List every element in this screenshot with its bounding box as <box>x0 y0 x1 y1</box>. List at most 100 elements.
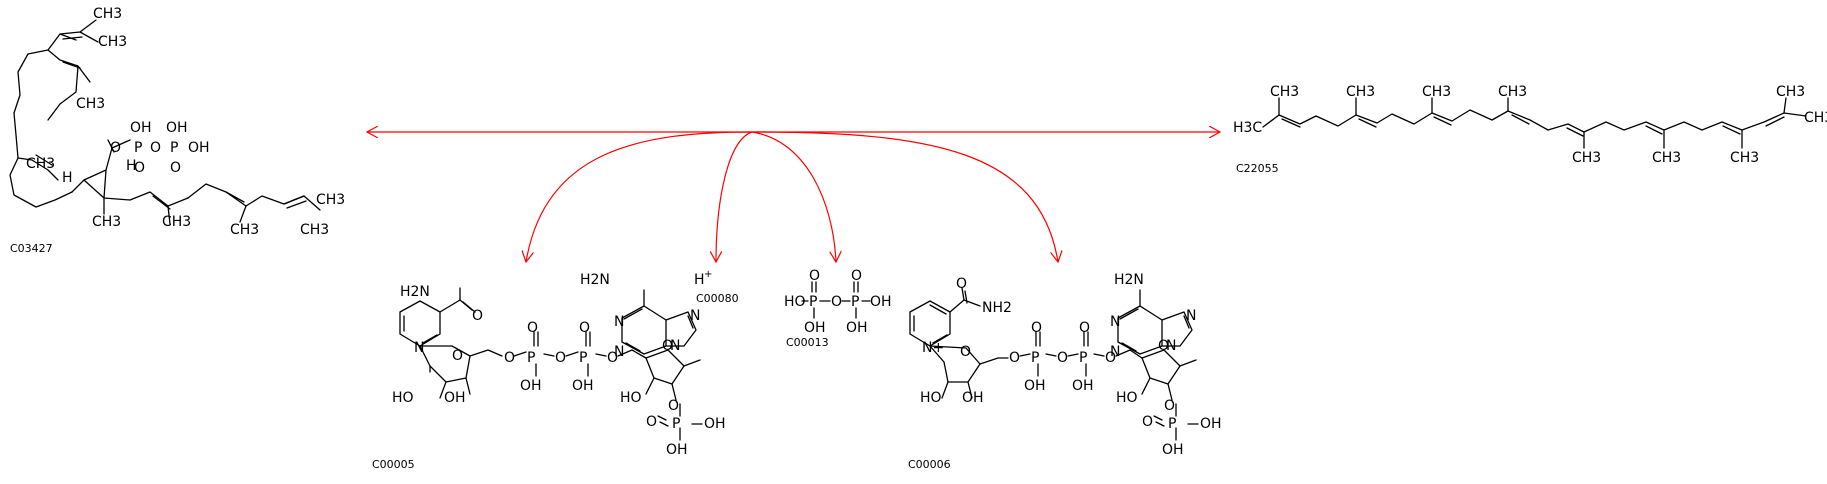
c22055-structure <box>1262 97 1807 149</box>
c22055-ch3-8: CH3 <box>1776 84 1805 100</box>
c00006-o-p2: O <box>1079 320 1090 336</box>
c00006-p-3: P <box>1168 416 1176 432</box>
c00005-p-3: P <box>672 416 680 432</box>
c00006-o-bridge: O <box>1057 350 1068 366</box>
c22055-ch3-5: CH3 <box>1572 150 1601 166</box>
c00080-formula: H <box>694 272 705 288</box>
c00006-n-ad2: N <box>1110 344 1120 360</box>
c00006-o-2p: O <box>1164 398 1175 414</box>
c03427-oh-1: OH <box>130 120 152 136</box>
branch-arrow-c00005 <box>526 131 753 262</box>
c03427-ch3-5: CH3 <box>92 214 121 230</box>
c03427-ch3-8: CH3 <box>316 192 345 208</box>
c00013-o-1: O <box>809 268 820 284</box>
c00005-n-pyr: N <box>414 340 424 356</box>
c00005-ho-2: HO <box>620 390 642 406</box>
reaction-arrows <box>367 132 1220 262</box>
c00005-oh-p1: OH <box>520 378 542 394</box>
c00006-ho-2: HO <box>1116 390 1138 406</box>
c00006-ho-1: HO <box>920 390 942 406</box>
c22055-ch3-7: CH3 <box>1730 150 1759 166</box>
c00013-oh-2: OH <box>846 320 868 336</box>
c00006-oh-p3a: OH <box>1200 416 1222 432</box>
compound-c03427: CH3 CH3 CH3 CH3 CH3 CH3 CH3 CH3 CH3 H H … <box>9 6 345 255</box>
c03427-ch3-9: CH3 <box>300 222 329 238</box>
c03427-h-2: H <box>126 158 137 174</box>
c00013-o-2: O <box>851 268 862 284</box>
c00080-charge: + <box>704 269 712 280</box>
compound-c00080: H + C00080 <box>694 269 739 305</box>
c00006-o-amide: O <box>956 276 967 292</box>
c22055-label: C22055 <box>1236 162 1279 175</box>
c03427-o-4: O <box>170 160 181 176</box>
c00005-o-5: O <box>504 350 515 366</box>
compound-c00013: HO P O OH O P O OH OH C00013 <box>784 268 892 349</box>
c00013-label: C00013 <box>786 336 829 349</box>
c22055-ch3-4: CH3 <box>1498 84 1527 100</box>
c00013-p-2: P <box>851 294 859 310</box>
c03427-oh-3: OH <box>188 140 210 156</box>
c00005-n-ad1: N <box>614 314 624 330</box>
c00006-n-ad3: N <box>1186 308 1196 324</box>
c00005-o-amide: O <box>472 308 483 324</box>
c00005-n-ad3: N <box>690 308 700 324</box>
c00080-label: C00080 <box>696 292 739 305</box>
c00005-o-5b: O <box>607 350 618 366</box>
c22055-h3c: H3C <box>1233 120 1262 136</box>
c00013-p-1: P <box>809 294 817 310</box>
compound-c00006: O NH2 N+ O HO OH O P O OH O P O OH O O H… <box>908 272 1222 471</box>
c00005-label: C00005 <box>372 458 415 471</box>
c00005-p-2: P <box>579 350 587 366</box>
c00006-o-ring1: O <box>960 344 971 360</box>
c00013-ho: HO <box>784 294 806 310</box>
c03427-oh-2: OH <box>166 120 188 136</box>
c00006-o-5b: O <box>1105 350 1116 366</box>
c00006-oh-p1: OH <box>1024 378 1046 394</box>
c00006-o-p3: O <box>1142 414 1153 430</box>
c00013-o-bridge: O <box>831 294 842 310</box>
c03427-ch3-2: CH3 <box>98 34 127 50</box>
c00005-p-1: P <box>527 350 535 366</box>
c00005-ho-1: HO <box>392 390 414 406</box>
c00005-o-bridge: O <box>555 350 566 366</box>
c00006-label: C00006 <box>908 458 951 471</box>
c03427-ch3-4: CH3 <box>26 156 55 172</box>
c00005-structure <box>399 287 703 441</box>
c00006-h2n: H2N <box>1114 272 1144 288</box>
c00005-o-p1: O <box>527 320 538 336</box>
c00005-o-p3: O <box>646 414 657 430</box>
c00005-oh-1: OH <box>444 390 466 406</box>
c00005-n-ad4: N <box>670 338 680 354</box>
c00006-oh-p3b: OH <box>1162 442 1184 458</box>
c00005-o-ring1: O <box>452 348 463 364</box>
c00006-nplus: N+ <box>922 340 944 356</box>
c00013-oh-3: OH <box>870 294 892 310</box>
c03427-o-1: O <box>110 140 121 156</box>
compound-c00005: H2N O N O HO OH O P O OH O P O OH O O HO… <box>372 272 726 471</box>
c00006-n-ad4: N <box>1166 338 1176 354</box>
c00006-n-ad1: N <box>1110 314 1120 330</box>
branch-arrow-c00080 <box>716 131 753 262</box>
c03427-o-2: O <box>134 160 145 176</box>
c00006-o-ring2: O <box>1158 338 1169 354</box>
c22055-ch3-3: CH3 <box>1422 84 1451 100</box>
c03427-h-1: H <box>62 170 73 186</box>
c00006-p-2: P <box>1079 350 1087 366</box>
c00005-h2n: H2N <box>400 284 430 300</box>
c00005-oh-p3a: OH <box>704 416 726 432</box>
c00006-o-5: O <box>1009 350 1020 366</box>
c00005-o-ring2: O <box>662 338 673 354</box>
c00006-nh2: NH2 <box>982 300 1012 316</box>
c00005-oh-p3b: OH <box>666 442 688 458</box>
c00005-n-ad2: N <box>614 344 624 360</box>
branch-arrow-c00006 <box>751 131 1058 262</box>
c00005-nh2: H2N <box>580 272 610 288</box>
c03427-ch3-1: CH3 <box>93 6 122 22</box>
c03427-structure <box>9 19 321 225</box>
c03427-ch3-3: CH3 <box>76 96 105 112</box>
c00005-oh-p2: OH <box>572 378 594 394</box>
c00006-p-1: P <box>1031 350 1039 366</box>
c03427-ch3-7: CH3 <box>230 222 259 238</box>
